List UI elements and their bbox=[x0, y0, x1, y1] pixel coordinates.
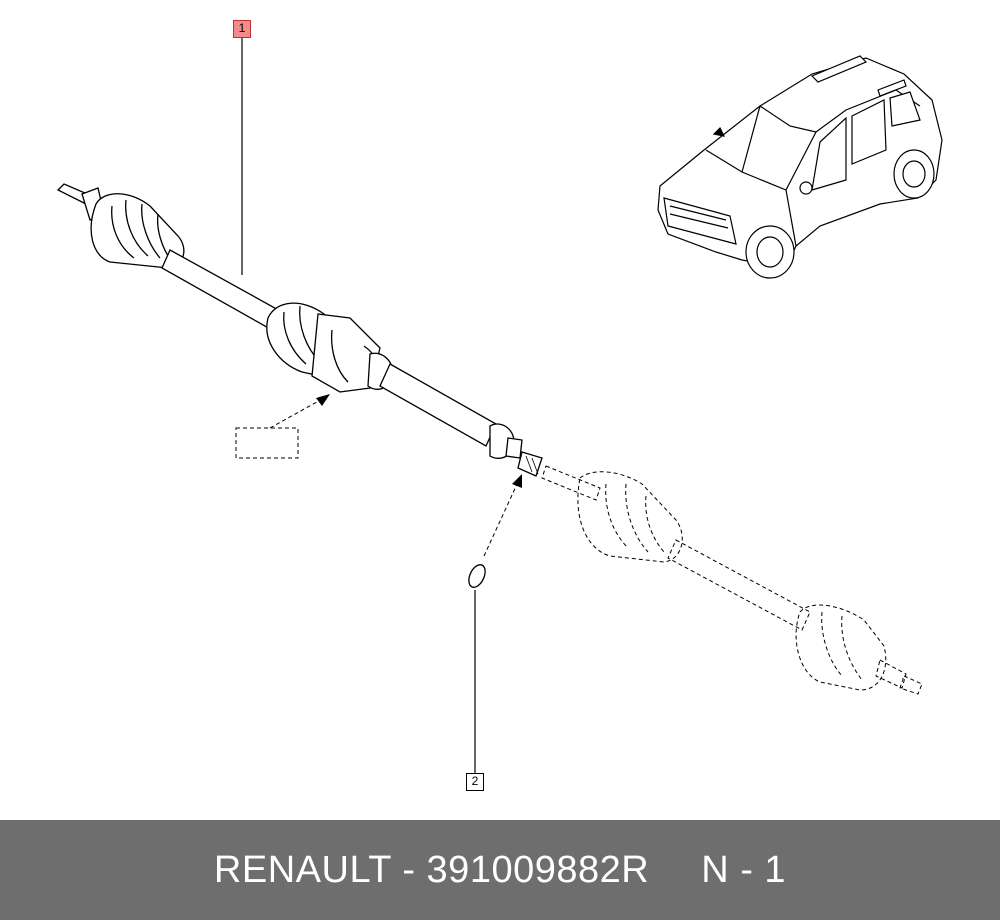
drive-shaft-diagram bbox=[56, 38, 943, 773]
reference-box-indicator bbox=[235, 394, 330, 459]
part-quantity-text: N - 1 bbox=[701, 848, 787, 891]
opposite-drive-shaft-dashed bbox=[541, 465, 923, 695]
o-ring-icon bbox=[468, 564, 486, 588]
o-ring-part bbox=[468, 474, 522, 588]
drive-shaft-assembly bbox=[56, 183, 543, 477]
callout-part-1[interactable]: 1 bbox=[233, 20, 251, 38]
part-number-footer: RENAULT - 391009882R N - 1 bbox=[0, 820, 1000, 920]
callout-part-2[interactable]: 2 bbox=[466, 773, 484, 791]
reference-box bbox=[235, 427, 299, 459]
part-number-text: RENAULT - 391009882R bbox=[213, 848, 650, 891]
vehicle-illustration bbox=[657, 55, 943, 279]
